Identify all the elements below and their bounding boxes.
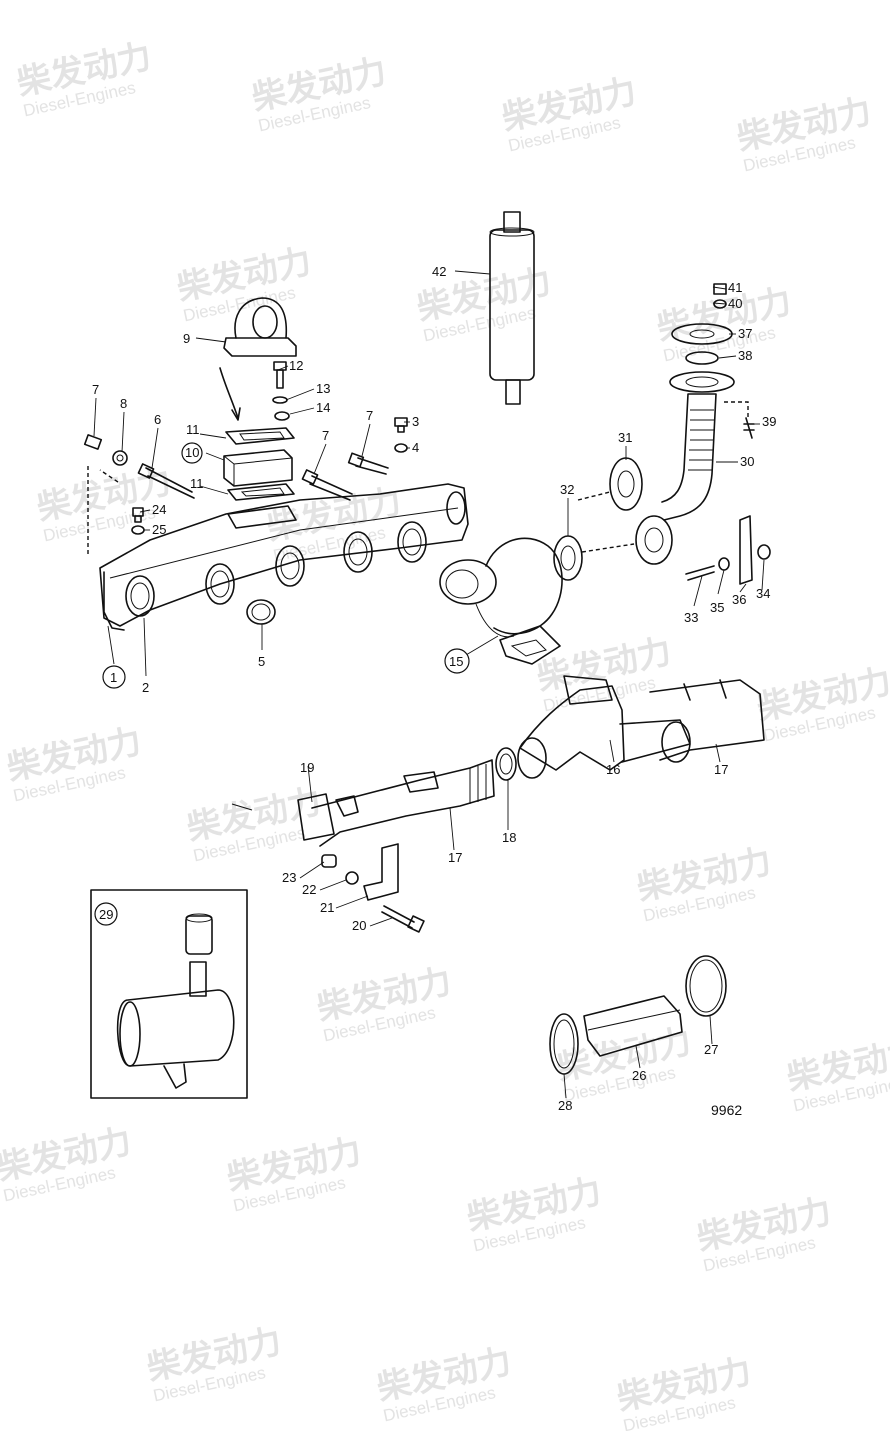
part-9-elbow — [223, 297, 297, 357]
callout-28: 28 — [558, 1098, 572, 1113]
part-33-36-fasteners — [685, 515, 771, 585]
callout-22: 22 — [302, 882, 316, 897]
callout-15: 15 — [449, 654, 463, 669]
inset-29-box — [90, 889, 248, 1099]
assembly-line — [231, 803, 253, 811]
part-15-turbocharger — [439, 537, 563, 665]
callout-4: 4 — [412, 440, 419, 455]
part-20-23-bracket — [321, 843, 425, 933]
callout-35: 35 — [710, 600, 724, 615]
callout-11b: 11 — [190, 476, 204, 491]
part-3-4-screw — [394, 417, 408, 453]
part-42-silencer — [489, 211, 535, 405]
callout-31: 31 — [618, 430, 632, 445]
callout-8: 8 — [120, 396, 127, 411]
callout-25: 25 — [152, 522, 166, 537]
callout-37: 37 — [738, 326, 752, 341]
callout-42: 42 — [432, 264, 446, 279]
callout-9: 9 — [183, 331, 190, 346]
part-1-2-exhaust-manifold — [99, 483, 469, 631]
part-39-screw — [743, 417, 755, 439]
callout-26: 26 — [632, 1068, 646, 1083]
callout-6: 6 — [154, 412, 161, 427]
callout-30: 30 — [740, 454, 754, 469]
callout-24: 24 — [152, 502, 166, 517]
callout-38: 38 — [738, 348, 752, 363]
part-12-14-bolt-stack — [272, 361, 290, 421]
part-30-flex-pipe — [635, 371, 735, 565]
callout-13: 13 — [316, 381, 330, 396]
callout-41: 41 — [728, 280, 742, 295]
watermark-layer: 柴发动力 Diesel-Engines 柴发动力 Diesel-Engines … — [0, 36, 890, 1431]
callout-17a: 17 — [714, 762, 728, 777]
figure-number: 9962 — [711, 1102, 742, 1118]
part-17-pipe-right — [649, 679, 765, 763]
callout-10-circle — [181, 442, 203, 464]
callout-34: 34 — [756, 586, 770, 601]
callout-29: 29 — [99, 907, 113, 922]
callout-17b: 17 — [448, 850, 462, 865]
callout-32: 32 — [560, 482, 574, 497]
callout-7c: 7 — [366, 408, 373, 423]
part-17-pipe-left — [311, 759, 495, 847]
callout-23: 23 — [282, 870, 296, 885]
assembly-line — [87, 466, 119, 556]
part-31-32-flanges — [553, 457, 643, 581]
callout-7b: 7 — [322, 428, 329, 443]
assembly-line — [577, 491, 635, 553]
assembly-arrow — [219, 367, 239, 419]
callout-16: 16 — [606, 762, 620, 777]
callout-21: 21 — [320, 900, 334, 915]
callout-19: 19 — [300, 760, 314, 775]
part-16-y-pipe — [517, 675, 691, 779]
callout-10: 10 — [185, 445, 199, 460]
callout-labels: 9 12 13 14 3 4 7 8 6 7 7 11 10 11 24 25 … — [92, 264, 776, 1118]
part-5-ring — [246, 599, 276, 625]
callout-14: 14 — [316, 400, 330, 415]
callout-33: 33 — [684, 610, 698, 625]
callout-2: 2 — [142, 680, 149, 695]
callout-12: 12 — [289, 358, 303, 373]
callout-39: 39 — [762, 414, 776, 429]
part-10-11-adapter — [223, 427, 295, 501]
callout-1: 1 — [110, 670, 117, 685]
callout-15-circle — [444, 648, 470, 674]
callout-20: 20 — [352, 918, 366, 933]
part-18-ring — [495, 747, 517, 781]
callout-1-circle — [102, 665, 126, 689]
callout-27: 27 — [704, 1042, 718, 1057]
callout-3: 3 — [412, 414, 419, 429]
assembly-line — [724, 401, 749, 418]
part-6-7-8-bolts — [83, 434, 389, 501]
callout-18: 18 — [502, 830, 516, 845]
assembly-arrowhead — [231, 407, 241, 421]
part-19-flange — [297, 793, 335, 841]
callout-7a: 7 — [92, 382, 99, 397]
callout-36: 36 — [732, 592, 746, 607]
leader-lines — [93, 270, 765, 1099]
callout-40: 40 — [728, 296, 742, 311]
callout-11a: 11 — [186, 422, 200, 437]
callout-29-circle — [94, 902, 118, 926]
callout-5: 5 — [258, 654, 265, 669]
